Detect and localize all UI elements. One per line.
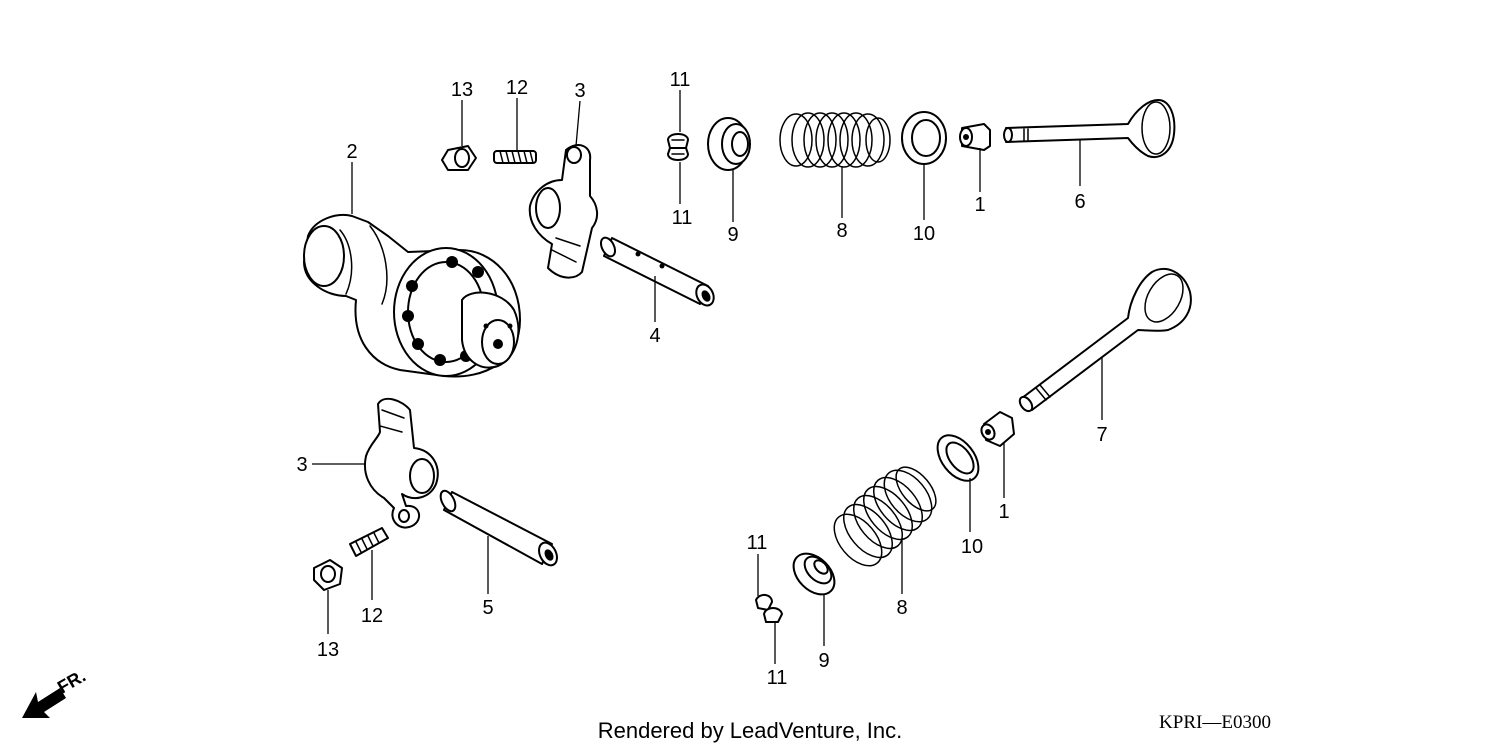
callout-11-top-b: 11 xyxy=(672,207,693,229)
callout-6: 6 xyxy=(1074,191,1085,213)
callout-11-bottom-b: 11 xyxy=(767,667,788,689)
callout-7: 7 xyxy=(1096,424,1107,446)
callout-10-top: 10 xyxy=(913,223,935,245)
callout-2: 2 xyxy=(346,141,357,163)
callout-3-bottom: 3 xyxy=(296,454,307,476)
adjust-screw-part-12-top[interactable] xyxy=(493,150,537,164)
rocker-shaft-part-4[interactable] xyxy=(598,235,717,308)
nut-part-13-bottom[interactable] xyxy=(313,559,343,591)
callout-11-bottom-a: 11 xyxy=(747,532,768,554)
callout-4: 4 xyxy=(649,325,660,347)
stem-seal-part-1-bottom[interactable] xyxy=(979,411,1015,447)
spring-seat-part-10-top[interactable] xyxy=(901,111,947,165)
spring-retainer-part-9-bottom[interactable] xyxy=(786,546,843,603)
callout-13-bottom: 13 xyxy=(317,639,339,661)
callout-12-bottom: 12 xyxy=(361,605,383,627)
valve-spring-part-8-bottom[interactable] xyxy=(825,460,944,574)
spring-seat-part-10-bottom[interactable] xyxy=(929,428,986,489)
front-arrow-icon xyxy=(22,688,66,718)
footer-credit: Rendered by LeadVenture, Inc. xyxy=(598,718,903,743)
rocker-shaft-part-5[interactable] xyxy=(438,488,561,568)
callout-numbers: 13 12 3 2 11 11 9 8 10 1 6 4 7 3 12 13 5… xyxy=(296,69,1107,689)
stem-seal-part-1-top[interactable] xyxy=(959,123,991,151)
cotter-part-11-bottom[interactable] xyxy=(755,594,783,623)
diagram-code: KPRI—E0300 xyxy=(1159,712,1271,733)
callout-10-bottom: 10 xyxy=(961,536,983,558)
valve-spring-part-8-top[interactable] xyxy=(779,112,891,168)
callout-1-top: 1 xyxy=(974,194,985,216)
callout-13-top: 13 xyxy=(451,79,473,101)
callout-1-bottom: 1 xyxy=(998,501,1009,523)
callout-11-top-a: 11 xyxy=(670,69,691,91)
leader-lines xyxy=(312,90,1103,664)
rocker-arm-part-3-bottom[interactable] xyxy=(364,397,439,529)
camshaft-part-2[interactable] xyxy=(303,214,521,378)
callout-9-top: 9 xyxy=(727,224,738,246)
callout-9-bottom: 9 xyxy=(818,650,829,672)
callout-5: 5 xyxy=(482,597,493,619)
callout-12-top: 12 xyxy=(506,77,528,99)
cotter-part-11-top[interactable] xyxy=(667,133,689,161)
valve-part-7[interactable] xyxy=(1017,267,1192,413)
nut-part-13-top[interactable] xyxy=(441,145,477,171)
valve-part-6[interactable] xyxy=(1003,99,1176,158)
front-direction-indicator: FR. xyxy=(22,666,89,718)
callout-8-top: 8 xyxy=(836,220,847,242)
spring-retainer-part-9-top[interactable] xyxy=(707,117,751,171)
adjust-screw-part-12-bottom[interactable] xyxy=(349,527,389,557)
rocker-arm-part-3-top[interactable] xyxy=(528,144,598,279)
callout-8-bottom: 8 xyxy=(896,597,907,619)
callout-3-top: 3 xyxy=(574,80,585,102)
